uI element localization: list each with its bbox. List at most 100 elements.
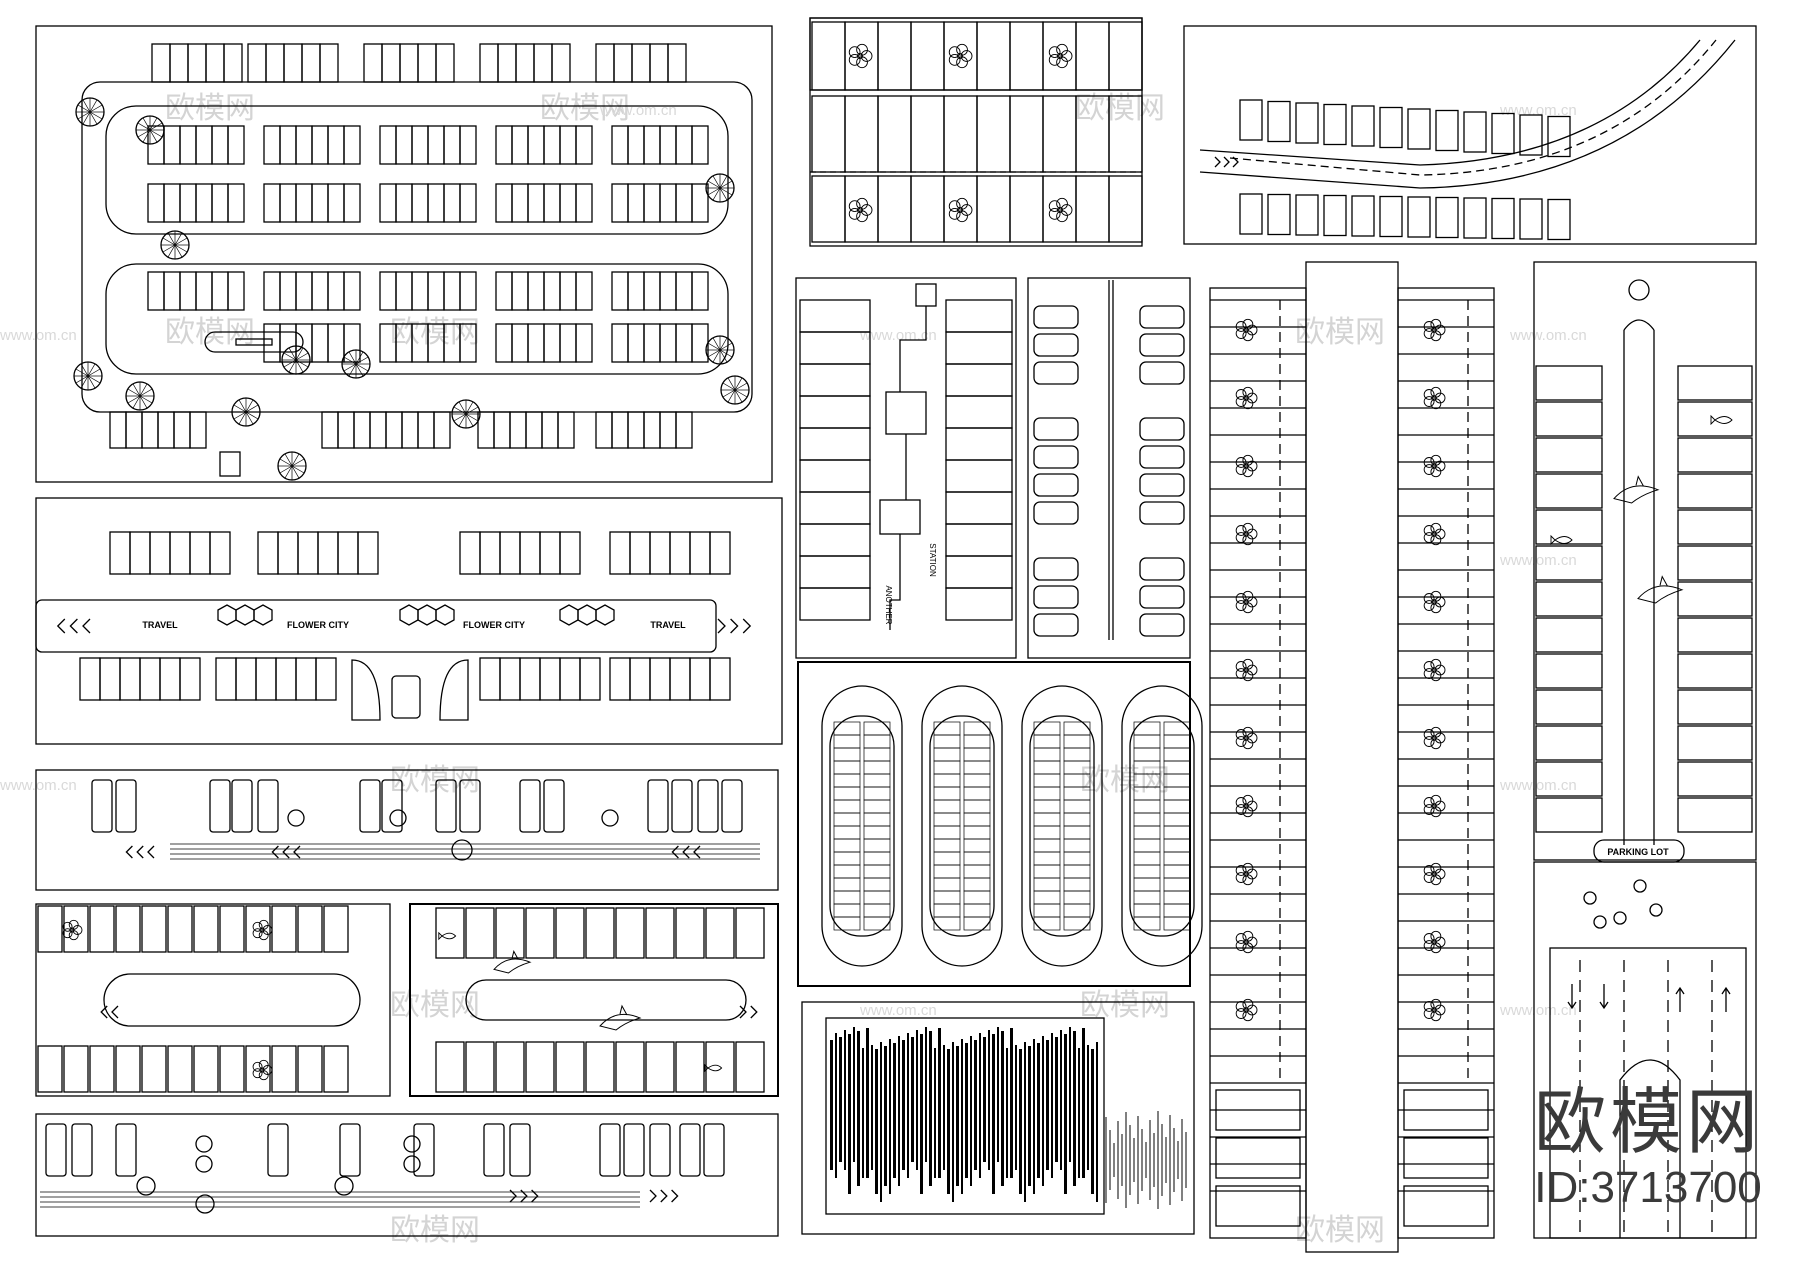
barcode-bar [857,1031,860,1186]
parking-stall [1033,473,1079,497]
parking-stall [1677,617,1753,653]
exit-loop [1619,1059,1681,1238]
flower-petal [1423,1008,1435,1019]
station-box [915,283,937,307]
flower-petal [948,200,961,212]
parking-stall [844,95,879,173]
parking-stall [933,747,961,762]
tree-branch [288,347,297,361]
parking-stall [443,183,461,223]
parking-stall [1063,903,1091,918]
parking-stall [1063,916,1091,931]
parking-stall [1133,851,1161,866]
parking-stall [627,183,645,223]
panel-race-track-lot [797,661,1203,987]
barcode-bar [1037,1043,1040,1178]
flower-center [1243,599,1249,605]
parking-stall [179,125,197,165]
parking-stall [579,657,601,701]
parking-stall [1033,613,1079,637]
parking-stall [263,125,281,165]
flower-petal [1434,596,1446,608]
flower-icon [1423,998,1446,1022]
parking-stall [395,271,413,311]
parking-stall [227,271,245,311]
watermark-logo: 欧模网 [1080,763,1170,798]
watermark-url: www.om.cn [1499,1002,1577,1019]
tree-branch [89,104,103,113]
parking-stall [1139,473,1185,497]
parking-stall [1491,112,1515,155]
parking-stall [799,363,871,397]
flower-icon [848,43,873,69]
track-inner [929,715,995,937]
panel-border [1027,277,1191,659]
tree-branch [734,382,748,391]
disabled-bay [1215,1137,1301,1179]
parking-stall [833,760,861,775]
direction-arrows [1214,156,1239,168]
parking-stall [519,779,541,833]
parking-stall [945,523,1013,557]
parking-stall [1677,797,1753,833]
parking-stall [963,864,991,879]
parking-stall [863,877,891,892]
barcode-bar [965,1043,968,1178]
flower-petal [848,54,861,66]
tree-symbol [720,375,750,405]
labels-layer: TRAVEL FLOWER CITY FLOWER CITY TRAVEL PA… [142,543,1669,857]
parking-stall [1351,105,1375,147]
flower-center [856,206,864,214]
flower-petal [1235,1008,1247,1019]
watermark-url: www.om.cn [1499,102,1577,119]
flower-icon [1423,386,1446,410]
panel-flower-lane-left [1209,287,1307,1239]
tree-branch [719,349,733,358]
parking-stall [649,657,671,701]
barcode-bar [1046,1040,1049,1170]
parking-stall [245,1045,271,1093]
parking-stall [327,323,345,363]
hex-planter [235,604,255,626]
parking-stall [385,411,403,449]
flower-petal [1423,865,1435,876]
chevron [56,618,66,634]
parking-stall [863,799,891,814]
parking-stall [671,779,693,833]
flower-city-label-right: FLOWER CITY [463,620,525,630]
parking-stall [833,890,861,905]
parking-stall [295,271,313,311]
barcode-bar [1078,1048,1080,1178]
panel-border [35,903,391,1097]
direction-arrows [649,1189,679,1203]
barcode-bar [1087,1045,1089,1170]
parking-stall [495,907,525,959]
barcode-bar [1055,1037,1058,1162]
parking-stall [863,851,891,866]
tree-branch [137,122,151,131]
panel-entrance-lanes [1533,861,1757,1239]
parking-stall [559,323,577,363]
flower-center [1431,735,1437,741]
tree-branch [233,404,247,413]
panels [35,17,1757,1253]
down-arrow [1599,984,1609,1010]
barcode-bar [952,1042,954,1202]
parking-stall [945,427,1013,461]
brand-block: 欧模网 ID:3713700 [1518,1082,1778,1214]
parking-stall [275,657,297,701]
parking-stall [877,21,912,91]
parking-stall [615,1041,645,1093]
barcode-bar [889,1039,891,1194]
tree-branch [132,395,141,409]
parking-stall [910,175,945,243]
tree-symbol [75,97,105,127]
flower-petal [1235,1001,1247,1012]
parking-stall [91,779,113,833]
flower-petal [1235,933,1247,944]
parking-stall [211,183,229,223]
parking-stall [527,271,545,311]
center-lane [1623,330,1655,845]
tree-branch [727,377,736,391]
tree-symbol [451,399,481,429]
